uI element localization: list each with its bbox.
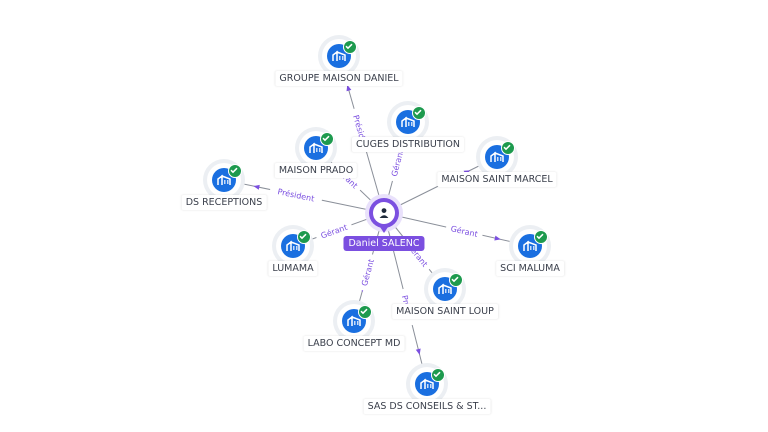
verified-check-icon	[431, 368, 445, 382]
verified-check-icon	[412, 106, 426, 120]
verified-check-icon	[228, 164, 242, 178]
company-label[interactable]: SCI MALUMA	[496, 261, 564, 276]
edge-arrow	[494, 235, 501, 241]
person-label[interactable]: Daniel SALENC	[343, 236, 425, 251]
edge-arrow	[253, 184, 260, 190]
edge-label-bg	[269, 183, 324, 206]
verified-check-icon	[320, 132, 334, 146]
company-node-circle	[428, 272, 462, 306]
company-label[interactable]: MAISON SAINT LOUP	[392, 304, 498, 319]
edge-label-bg	[314, 219, 354, 243]
company-label[interactable]: MAISON SAINT MARCEL	[437, 172, 557, 187]
company-node-circle	[391, 105, 425, 139]
verified-check-icon	[501, 141, 515, 155]
company-label[interactable]: LABO CONCEPT MD	[303, 336, 405, 351]
verified-check-icon	[534, 230, 548, 244]
edge-label-bg	[386, 143, 407, 183]
verified-check-icon	[358, 305, 372, 319]
company-label[interactable]: LUMAMA	[268, 261, 318, 276]
company-node-circle	[207, 163, 241, 197]
edge-label-bg	[349, 107, 371, 146]
edge-arrow	[415, 348, 421, 355]
edge-label-bg	[445, 221, 484, 241]
company-label[interactable]: CUGES DISTRIBUTION	[351, 137, 465, 152]
company-label[interactable]: DS RECEPTIONS	[181, 195, 267, 210]
company-node-circle	[480, 140, 514, 174]
verified-check-icon	[297, 230, 311, 244]
edge-label-bg	[356, 252, 378, 292]
building-icon	[415, 372, 439, 396]
verified-check-icon	[449, 273, 463, 287]
person-icon	[379, 208, 389, 218]
verified-check-icon	[343, 40, 357, 54]
company-label[interactable]: MAISON PRADO	[274, 163, 358, 178]
company-label[interactable]: GROUPE MAISON DANIEL	[275, 71, 403, 86]
company-label[interactable]: SAS DS CONSEILS & ST...	[363, 399, 491, 414]
edge-arrow	[346, 84, 352, 92]
